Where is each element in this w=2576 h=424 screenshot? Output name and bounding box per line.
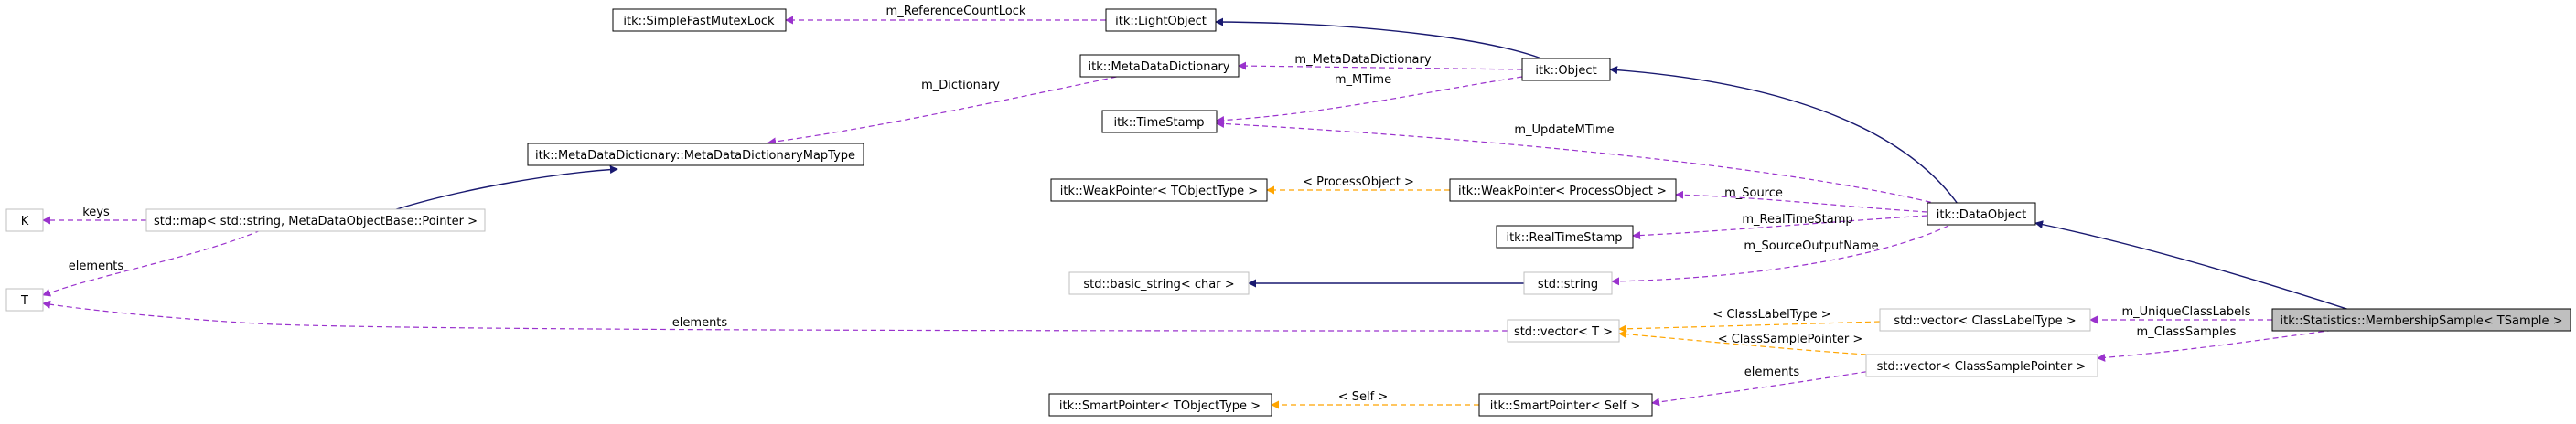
edge-elements-vector: [42, 300, 1508, 332]
edge-label-class-samples: m_ClassSamples: [2137, 325, 2237, 339]
edge-class-label-template: [1618, 321, 1881, 334]
edge-object-inherits-light-object: [1215, 17, 1562, 69]
nodes: itk::SimpleFastMutexLock itk::LightObjec…: [5, 8, 2571, 417]
node-label: itk::SimpleFastMutexLock: [623, 15, 775, 28]
edge-class-sample-template: [1618, 330, 1867, 355]
node-object[interactable]: itk::Object: [1521, 58, 1611, 81]
node-label: std::vector< T >: [1514, 325, 1613, 339]
node-label: itk::RealTimeStamp: [1506, 231, 1622, 245]
node-std-map[interactable]: std::map< std::string, MetaDataObjectBas…: [145, 208, 486, 232]
node-basic-string[interactable]: std::basic_string< char >: [1068, 271, 1250, 295]
node-map-type[interactable]: itk::MetaDataDictionary::MetaDataDiction…: [527, 143, 864, 166]
node-label: K: [21, 215, 29, 228]
node-label: itk::MetaDataDictionary: [1089, 60, 1230, 74]
node-std-string[interactable]: std::string: [1523, 271, 1613, 295]
edge-elements-smart-self: [1651, 366, 1894, 407]
node-weak-pointer-tobjecttype[interactable]: itk::WeakPointer< TObjectType >: [1050, 178, 1268, 202]
edge-label-class-sample-pointer: < ClassSamplePointer >: [1718, 333, 1863, 346]
node-label: std::vector< ClassLabelType >: [1894, 314, 2076, 328]
node-label: itk::MetaDataDictionary::MetaDataDiction…: [535, 149, 855, 163]
edge-label-dictionary: m_Dictionary: [921, 79, 1000, 92]
edge-map-type-inherits-std-map: [392, 165, 618, 211]
edge-label-process-object: < ProcessObject >: [1303, 175, 1414, 189]
node-t[interactable]: T: [5, 288, 44, 312]
edge-data-object-inherits-object: [1609, 66, 1959, 205]
edge-label-unique-class-labels: m_UniqueClassLabels: [2121, 305, 2250, 319]
node-data-object[interactable]: itk::DataObject: [1927, 202, 2036, 226]
node-label: itk::WeakPointer< ProcessObject >: [1458, 185, 1667, 198]
node-real-time-stamp[interactable]: itk::RealTimeStamp: [1496, 225, 1634, 249]
node-smart-pointer-self[interactable]: itk::SmartPointer< Self >: [1478, 393, 1653, 417]
node-std-vector-class-sample-pointer[interactable]: std::vector< ClassSamplePointer >: [1865, 354, 2098, 377]
edge-update-mtime: [1216, 119, 1949, 207]
node-label: itk::Statistics::MembershipSample< TSamp…: [2280, 314, 2562, 328]
node-label: std::map< std::string, MetaDataObjectBas…: [154, 215, 478, 228]
edge-label-meta-data-dictionary: m_MetaDataDictionary: [1294, 53, 1431, 67]
edge-source: [1675, 190, 1928, 213]
edge-label-elements-map: elements: [69, 260, 124, 273]
node-std-vector-t[interactable]: std::vector< T >: [1507, 319, 1620, 343]
node-label: std::string: [1538, 278, 1598, 292]
edge-label-real-time-stamp: m_RealTimeStamp: [1742, 213, 1852, 227]
edge-label-class-label-type: < ClassLabelType >: [1712, 308, 1830, 322]
node-label: itk::TimeStamp: [1113, 116, 1204, 130]
node-weak-pointer-process-object[interactable]: itk::WeakPointer< ProcessObject >: [1449, 178, 1677, 202]
edge-label-reference-count-lock: m_ReferenceCountLock: [886, 5, 1026, 18]
node-label: itk::WeakPointer< TObjectType >: [1060, 185, 1258, 198]
edge-elements-map: [42, 229, 262, 297]
edge-class-samples: [2097, 328, 2343, 362]
edge-dictionary: [767, 72, 1135, 146]
node-simple-fast-mutex-lock[interactable]: itk::SimpleFastMutexLock: [612, 8, 787, 32]
edges: m_ReferenceCountLock m_MetaDataDictionar…: [42, 5, 2370, 409]
edge-real-time-stamp: [1632, 215, 1928, 240]
edge-label-elements-smart-self: elements: [1744, 366, 1800, 379]
edge-mtime: [1216, 76, 1523, 125]
node-label: itk::LightObject: [1115, 15, 1207, 28]
node-label: itk::SmartPointer< TObjectType >: [1059, 399, 1261, 413]
edge-label-source: m_Source: [1724, 186, 1783, 200]
edge-label-self: < Self >: [1338, 390, 1389, 404]
node-smart-pointer-tobjecttype[interactable]: itk::SmartPointer< TObjectType >: [1048, 393, 1272, 417]
edge-label-keys: keys: [82, 206, 110, 219]
edge-label-source-output-name: m_SourceOutputName: [1744, 239, 1878, 253]
edge-label-elements-vector: elements: [672, 316, 728, 330]
node-label: std::vector< ClassSamplePointer >: [1877, 360, 2087, 374]
edge-meta-data-dictionary: [1238, 61, 1523, 70]
node-k[interactable]: K: [5, 208, 44, 232]
node-label: itk::DataObject: [1937, 208, 2026, 222]
node-std-vector-class-label-type[interactable]: std::vector< ClassLabelType >: [1879, 308, 2091, 332]
node-membership-sample[interactable]: itk::Statistics::MembershipSample< TSamp…: [2271, 308, 2571, 332]
node-label: std::basic_string< char >: [1083, 278, 1234, 292]
node-label: itk::Object: [1535, 64, 1596, 78]
node-label: itk::SmartPointer< Self >: [1490, 399, 1640, 413]
node-light-object[interactable]: itk::LightObject: [1105, 8, 1217, 32]
edge-membership-sample-inherits-data-object: [2034, 220, 2370, 317]
edge-label-update-mtime: m_UpdateMTime: [1514, 123, 1614, 137]
node-label: T: [20, 294, 28, 308]
node-meta-data-dictionary[interactable]: itk::MetaDataDictionary: [1079, 54, 1240, 78]
node-time-stamp[interactable]: itk::TimeStamp: [1101, 110, 1218, 133]
edge-label-mtime: m_MTime: [1335, 73, 1391, 87]
